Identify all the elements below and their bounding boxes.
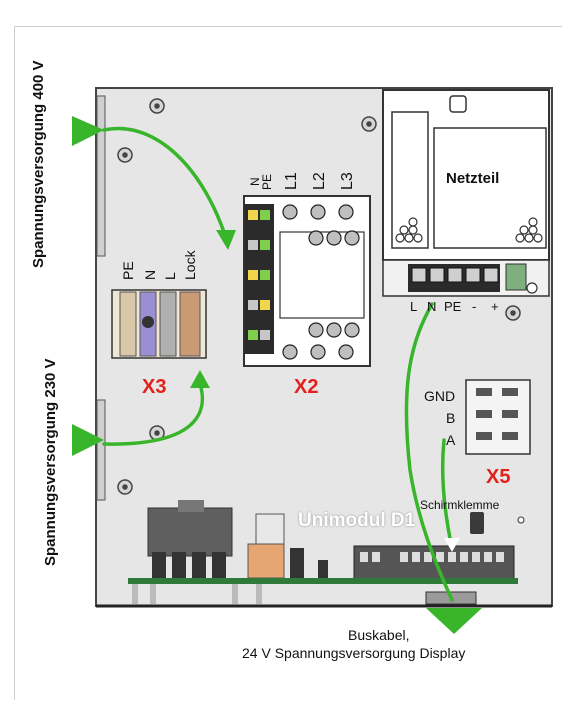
psu-label: Netzteil <box>446 170 500 187</box>
arrow-to-bus-icon <box>444 538 460 552</box>
x3-terminal-block <box>111 289 207 359</box>
x2-terminal-pe-label: PE <box>260 173 274 190</box>
bus-caption-line2: 24 V Spannungsversorgung Display <box>242 645 466 661</box>
arrow-bus-out-icon <box>426 608 482 634</box>
x2-terminal-l3-label: L3 <box>339 172 356 190</box>
arrow-in-400v-icon <box>72 116 104 146</box>
psu-terminal-pe-label: PE <box>444 299 462 314</box>
x5-label: X5 <box>486 466 511 488</box>
x2-terminal-l1-label: L1 <box>283 172 300 190</box>
shield-clamp-label: Schirmklemme <box>420 498 500 512</box>
arrow-in-230v-icon <box>72 424 104 456</box>
module-label: Unimodul D1 <box>298 510 416 531</box>
left-rail-top <box>96 95 106 257</box>
x5-terminal-block <box>465 379 531 534</box>
x3-terminal-n-label: N <box>142 269 158 280</box>
left-rail-bottom <box>96 399 106 501</box>
psu-terminal-minus-label: - <box>472 299 477 314</box>
arrow-to-x3-icon <box>190 370 210 388</box>
x2-label: X2 <box>294 376 319 398</box>
arrow-heads <box>72 116 482 634</box>
bus-caption-line1: Buskabel, <box>348 627 410 643</box>
x2-terminal-block <box>243 195 371 367</box>
x2-terminal-l2-label: L2 <box>311 172 328 190</box>
x5-terminal-a-label: A <box>446 432 456 448</box>
x5-terminal-gnd-label: GND <box>424 388 456 404</box>
power-supply-unit <box>382 89 550 297</box>
x3-label: X3 <box>142 376 167 398</box>
x3-terminal-lock-label: Lock <box>182 250 198 280</box>
frame-left-line <box>14 26 15 700</box>
x5-terminal-b-label: B <box>446 410 456 426</box>
psu-terminal-l-label: L <box>410 299 418 314</box>
arrow-to-x2-icon <box>216 230 236 250</box>
x3-terminal-l-label: L <box>162 272 178 280</box>
screw-icon <box>117 98 521 495</box>
frame-top-line <box>14 26 562 27</box>
psu-terminal-plus-label: + <box>491 299 499 314</box>
x3-terminal-pe-label: PE <box>120 261 136 280</box>
unimodul-board <box>128 500 518 605</box>
psu-terminal-n-label: N <box>427 299 437 314</box>
